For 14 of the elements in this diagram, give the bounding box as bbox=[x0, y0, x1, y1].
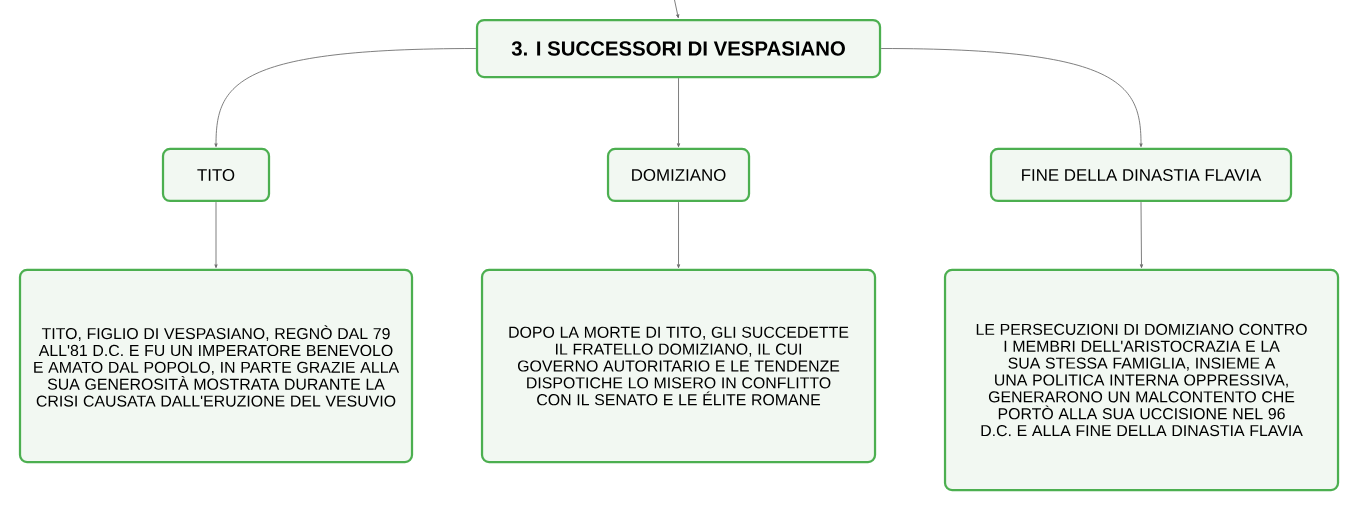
topic-box: DOMIZIANO bbox=[606, 147, 751, 203]
connector-arrow bbox=[676, 201, 681, 269]
connector-arrow bbox=[1139, 201, 1144, 269]
connector-arrow bbox=[880, 48, 1143, 148]
connector-arrow bbox=[676, 77, 681, 148]
topic-box: FINE DELLA DINASTIA FLAVIA bbox=[989, 147, 1293, 203]
title-box: 3. I SUCCESSORI DI VESPASIANO bbox=[475, 18, 882, 79]
text-box: LE PERSECUZIONI DI DOMIZIANO CONTRO I MEMBRI DELL'ARISTOCRAZIA E LA SUA STESSA FAMIGLIA, INSIEME A UNA POLITICA INTERNA OPPRESSIVA, GENERARONO UN MALCONTENTO CHE PORTÒ ALLA SUA UCCISIONE NEL 96 D.C. E ALLA FINE DELLA DINASTIA FLAVIA bbox=[943, 268, 1340, 492]
text-box: TITO, FIGLIO DI VESPASIANO, REGNÒ DAL 79 ALL'81 D.C. E FU UN IMPERATORE BENEVOLO E AMATO DAL POPOLO, IN PARTE GRAZIE ALLA SUA GENEROSITÀ MOSTRATA DURANTE LA CRISI CAUSATA DALL'ERUZIONE DEL VESUVIO bbox=[18, 268, 414, 464]
text-box: DOPO LA MORTE DI TITO, GLI SUCCEDETTE IL FRATELLO DOMIZIANO, IL CUI GOVERNO AUTORITARIO E LE TENDENZE DISPOTICHE LO MISERO IN CONFLITTO CON IL SENATO E LE ÉLITE ROMANE bbox=[480, 268, 877, 464]
topic-box: TITO bbox=[161, 147, 271, 203]
connector-arrow bbox=[674, 0, 680, 19]
connector-arrow bbox=[214, 201, 218, 269]
connector-arrow bbox=[214, 48, 477, 148]
